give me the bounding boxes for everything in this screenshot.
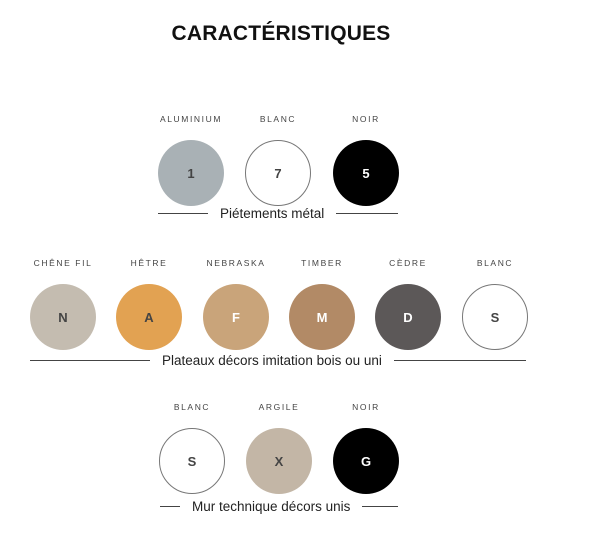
section-heading: Piétements métal <box>158 206 398 221</box>
swatch-noir: NOIR G <box>333 402 399 494</box>
swatch-timber: TIMBER M <box>289 258 355 350</box>
swatch-circle: X <box>246 428 312 494</box>
swatch-label: NOIR <box>352 402 380 412</box>
swatch-blanc: BLANC S <box>462 258 528 350</box>
swatch-code: S <box>187 453 197 469</box>
swatch-code: G <box>360 453 372 469</box>
swatch-blanc: BLANC 7 <box>245 114 311 206</box>
swatch-label: TIMBER <box>301 258 343 268</box>
section-heading: Plateaux décors imitation bois ou uni <box>30 353 526 368</box>
swatch-label: CÈDRE <box>389 258 427 268</box>
swatch-circle: S <box>462 284 528 350</box>
swatch-code: D <box>403 309 413 325</box>
section-label: Piétements métal <box>220 206 325 221</box>
swatch-label: BLANC <box>173 402 211 412</box>
swatch-label: BLANC <box>259 114 297 124</box>
swatch-cèdre: CÈDRE D <box>375 258 441 350</box>
swatch-argile: ARGILE X <box>246 402 312 494</box>
swatch-noir: NOIR 5 <box>333 114 399 206</box>
swatch-code: 7 <box>274 165 282 181</box>
swatch-chêne-fil: CHÊNE FIL N <box>30 258 96 350</box>
page-title: CARACTÉRISTIQUES <box>171 22 391 45</box>
swatch-circle: S <box>159 428 225 494</box>
swatch-code: A <box>144 309 154 325</box>
swatch-label: CHÊNE FIL <box>33 258 93 268</box>
swatch-circle: 7 <box>245 140 311 206</box>
swatch-circle: M <box>289 284 355 350</box>
swatch-code: 5 <box>362 165 370 181</box>
section-heading: Mur technique décors unis <box>160 499 398 514</box>
section-label: Plateaux décors imitation bois ou uni <box>162 353 382 368</box>
divider-line <box>393 360 526 361</box>
swatch-label: HÊTRE <box>130 258 168 268</box>
swatch-label: NOIR <box>352 114 380 124</box>
swatch-circle: A <box>116 284 182 350</box>
section-label: Mur technique décors unis <box>192 499 351 514</box>
divider-line <box>336 213 398 214</box>
swatch-label: NEBRASKA <box>206 258 266 268</box>
swatch-circle: F <box>203 284 269 350</box>
swatch-circle: G <box>333 428 399 494</box>
swatch-circle: 1 <box>158 140 224 206</box>
swatch-code: X <box>274 453 284 469</box>
divider-line <box>160 506 180 507</box>
divider-line <box>158 213 208 214</box>
swatch-label: ALUMINIUM <box>159 114 223 124</box>
swatch-code: M <box>316 309 328 325</box>
divider-line <box>362 506 398 507</box>
swatch-circle: N <box>30 284 96 350</box>
swatch-label: BLANC <box>476 258 514 268</box>
divider-line <box>30 360 150 361</box>
swatch-nebraska: NEBRASKA F <box>203 258 269 350</box>
swatch-label: ARGILE <box>258 402 300 412</box>
swatch-aluminium: ALUMINIUM 1 <box>158 114 224 206</box>
swatch-code: 1 <box>187 165 195 181</box>
swatch-code: N <box>58 309 68 325</box>
swatch-blanc: BLANC S <box>159 402 225 494</box>
swatch-circle: D <box>375 284 441 350</box>
swatch-code: F <box>232 309 240 325</box>
swatch-circle: 5 <box>333 140 399 206</box>
swatch-hêtre: HÊTRE A <box>116 258 182 350</box>
swatch-code: S <box>490 309 500 325</box>
